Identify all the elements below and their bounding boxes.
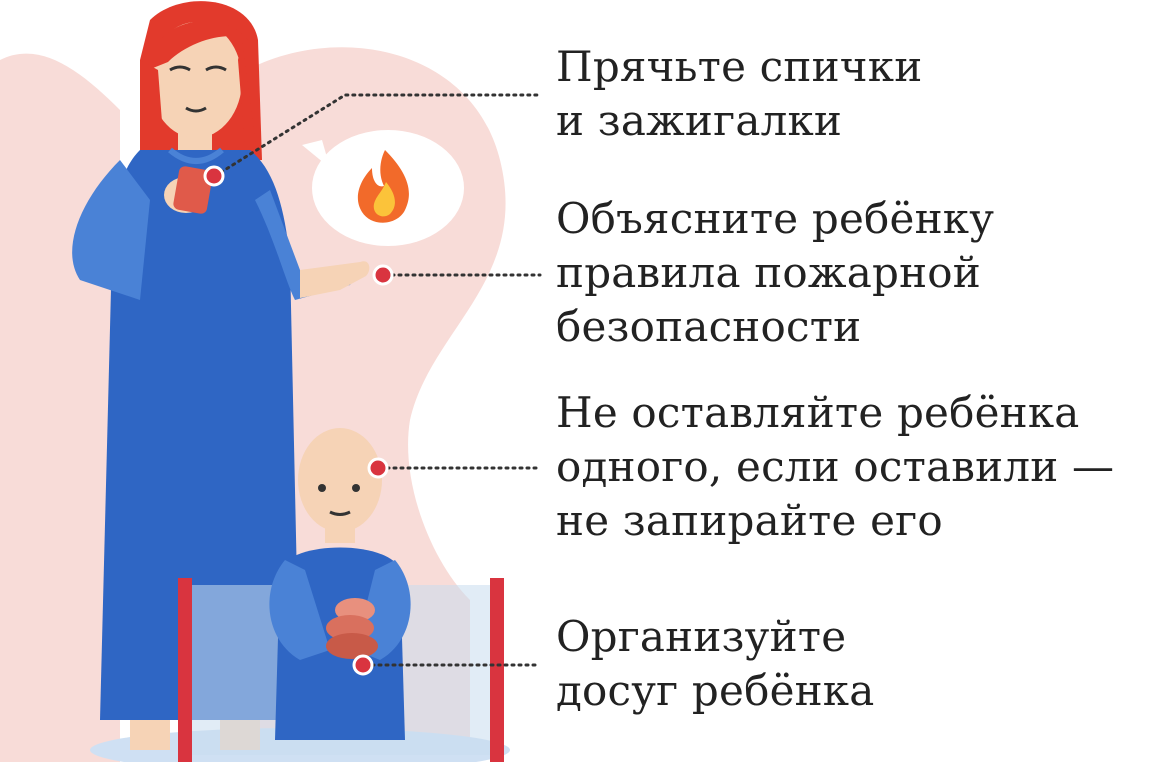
marker-dot: [352, 654, 374, 676]
tip-line: досуг ребёнка: [556, 666, 875, 715]
pointer-line-1: [213, 93, 542, 178]
pointer-lines: [213, 93, 542, 667]
toy-blocks-icon: [326, 598, 378, 659]
tip-hide-matches: Прячьте спички и зажигалки: [556, 40, 922, 148]
tip-line: не запирайте его: [556, 496, 943, 545]
tip-line: безопасности: [556, 302, 862, 351]
tip-explain-rules: Объясните ребёнку правила пожарной безоп…: [556, 192, 994, 354]
woman-figure: [72, 1, 370, 750]
marker-dot: [367, 457, 389, 479]
phone-icon: [173, 166, 213, 214]
playpen-post: [490, 578, 504, 762]
markers: [203, 165, 394, 676]
fire-icon: [357, 150, 409, 223]
tip-line: Прячьте спички: [556, 42, 923, 91]
tip-line: Объясните ребёнку: [556, 194, 995, 243]
tip-organize-leisure: Организуйте досуг ребёнка: [556, 610, 875, 718]
playpen-post: [178, 578, 192, 762]
marker-dot: [203, 165, 225, 187]
tip-line: и зажигалки: [556, 96, 843, 145]
marker-dot: [372, 264, 394, 286]
tip-line: правила пожарной: [556, 248, 981, 297]
tip-line: одного, если оставили —: [556, 442, 1115, 491]
tip-dont-leave-alone: Не оставляйте ребёнка одного, если остав…: [556, 386, 1114, 548]
child-figure: [269, 428, 411, 740]
tip-line: Организуйте: [556, 612, 847, 661]
tip-line: Не оставляйте ребёнка: [556, 388, 1080, 437]
